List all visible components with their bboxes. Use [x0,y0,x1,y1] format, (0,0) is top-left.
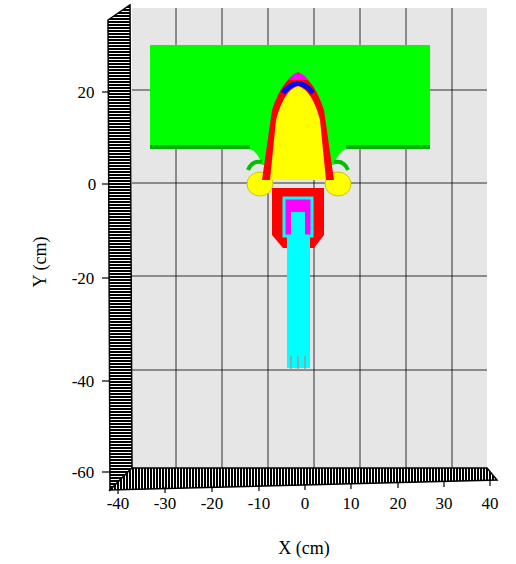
tick-label: -30 [154,495,177,512]
axis-title: X (cm) [278,539,329,557]
red-shell [262,72,334,180]
tick-label: 10 [343,495,360,512]
tick-label: -40 [72,373,95,390]
magenta-cap [288,73,308,80]
tick-label: 0 [301,495,310,512]
back-panel [132,8,487,468]
yellow-core [270,86,326,180]
green-edge [346,145,430,149]
tube-end-marks [291,356,305,370]
magenta-insert [284,198,312,236]
floor [110,468,497,490]
tick-label: 40 [482,495,499,512]
tick-label: 30 [436,495,453,512]
tick-label: -20 [72,270,95,287]
green-edge [150,145,250,149]
tick-label: -20 [201,495,224,512]
grid-lines [132,8,487,468]
tick-label: 20 [390,495,407,512]
tick-label: 0 [88,176,97,193]
tick-label: -10 [248,495,271,512]
axis-title: Y (cm) [31,237,49,288]
cyan-tube [287,236,310,368]
detector-geometry [150,45,430,370]
tick-label: 20 [78,84,95,101]
tick-label: -40 [107,495,130,512]
tick-label: -60 [72,464,95,481]
left-wall [108,5,132,490]
cyan-insert [291,212,305,236]
